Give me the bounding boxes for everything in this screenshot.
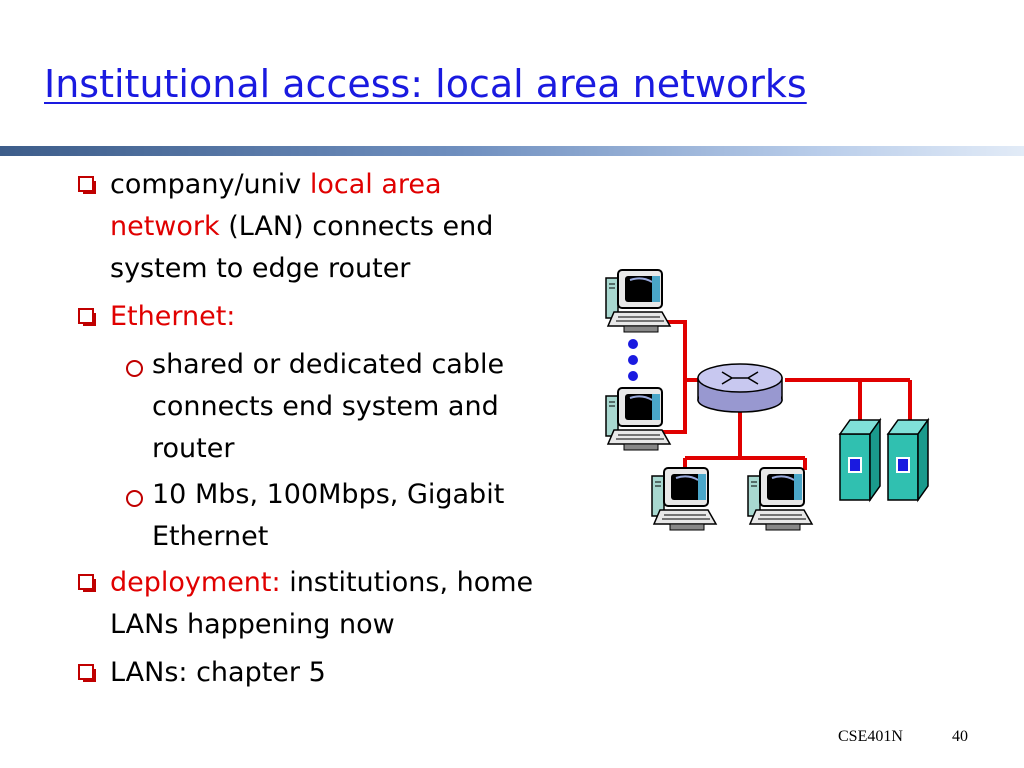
slide-title: Institutional access: local area network… (44, 62, 807, 106)
bullet-text: company/univ (110, 169, 310, 200)
bullet-item: LANs: chapter 5 (70, 652, 540, 694)
bullet-text: LANs: chapter 5 (110, 657, 326, 688)
bullet-text: institutions, home LANs happening now (110, 567, 534, 640)
square-bullet-icon (78, 308, 96, 326)
computer-icon (605, 269, 671, 333)
computer-icon (747, 467, 813, 531)
bullet-item: deployment: institutions, home LANs happ… (70, 562, 540, 646)
bullet-item: Ethernet: (70, 296, 540, 338)
bullet-highlight-text: deployment: (110, 567, 281, 598)
page-number: 40 (952, 728, 968, 745)
computer-icon (651, 467, 717, 531)
bullet-highlight-text: Ethernet: (110, 301, 236, 332)
bullet-highlight-text: local area network (110, 169, 442, 242)
more-hosts-dots (628, 339, 638, 381)
bullet-list: company/univ local area network (LAN) co… (70, 164, 540, 700)
server-icon (839, 419, 881, 501)
sub-bullet-text: shared or dedicated cable connects end s… (152, 349, 505, 464)
server-icon (887, 419, 929, 501)
computer-icon (605, 387, 671, 451)
router-icon (697, 363, 783, 413)
sub-bullet-text: 10 Mbs, 100Mbps, Gigabit Ethernet (152, 479, 505, 552)
title-divider-bar (0, 146, 1024, 156)
sub-bullet-item: 10 Mbs, 100Mbps, Gigabit Ethernet (122, 474, 540, 558)
footer-course: CSE401N (838, 728, 903, 745)
lan-diagram (605, 269, 929, 531)
square-bullet-icon (78, 574, 96, 592)
circle-bullet-icon (126, 490, 143, 507)
bullet-item: company/univ local area network (LAN) co… (70, 164, 540, 290)
square-bullet-icon (78, 664, 96, 682)
sub-bullet-item: shared or dedicated cable connects end s… (122, 344, 540, 470)
circle-bullet-icon (126, 360, 143, 377)
bullet-text: (LAN) connects end system to edge router (110, 211, 494, 284)
square-bullet-icon (78, 176, 96, 194)
